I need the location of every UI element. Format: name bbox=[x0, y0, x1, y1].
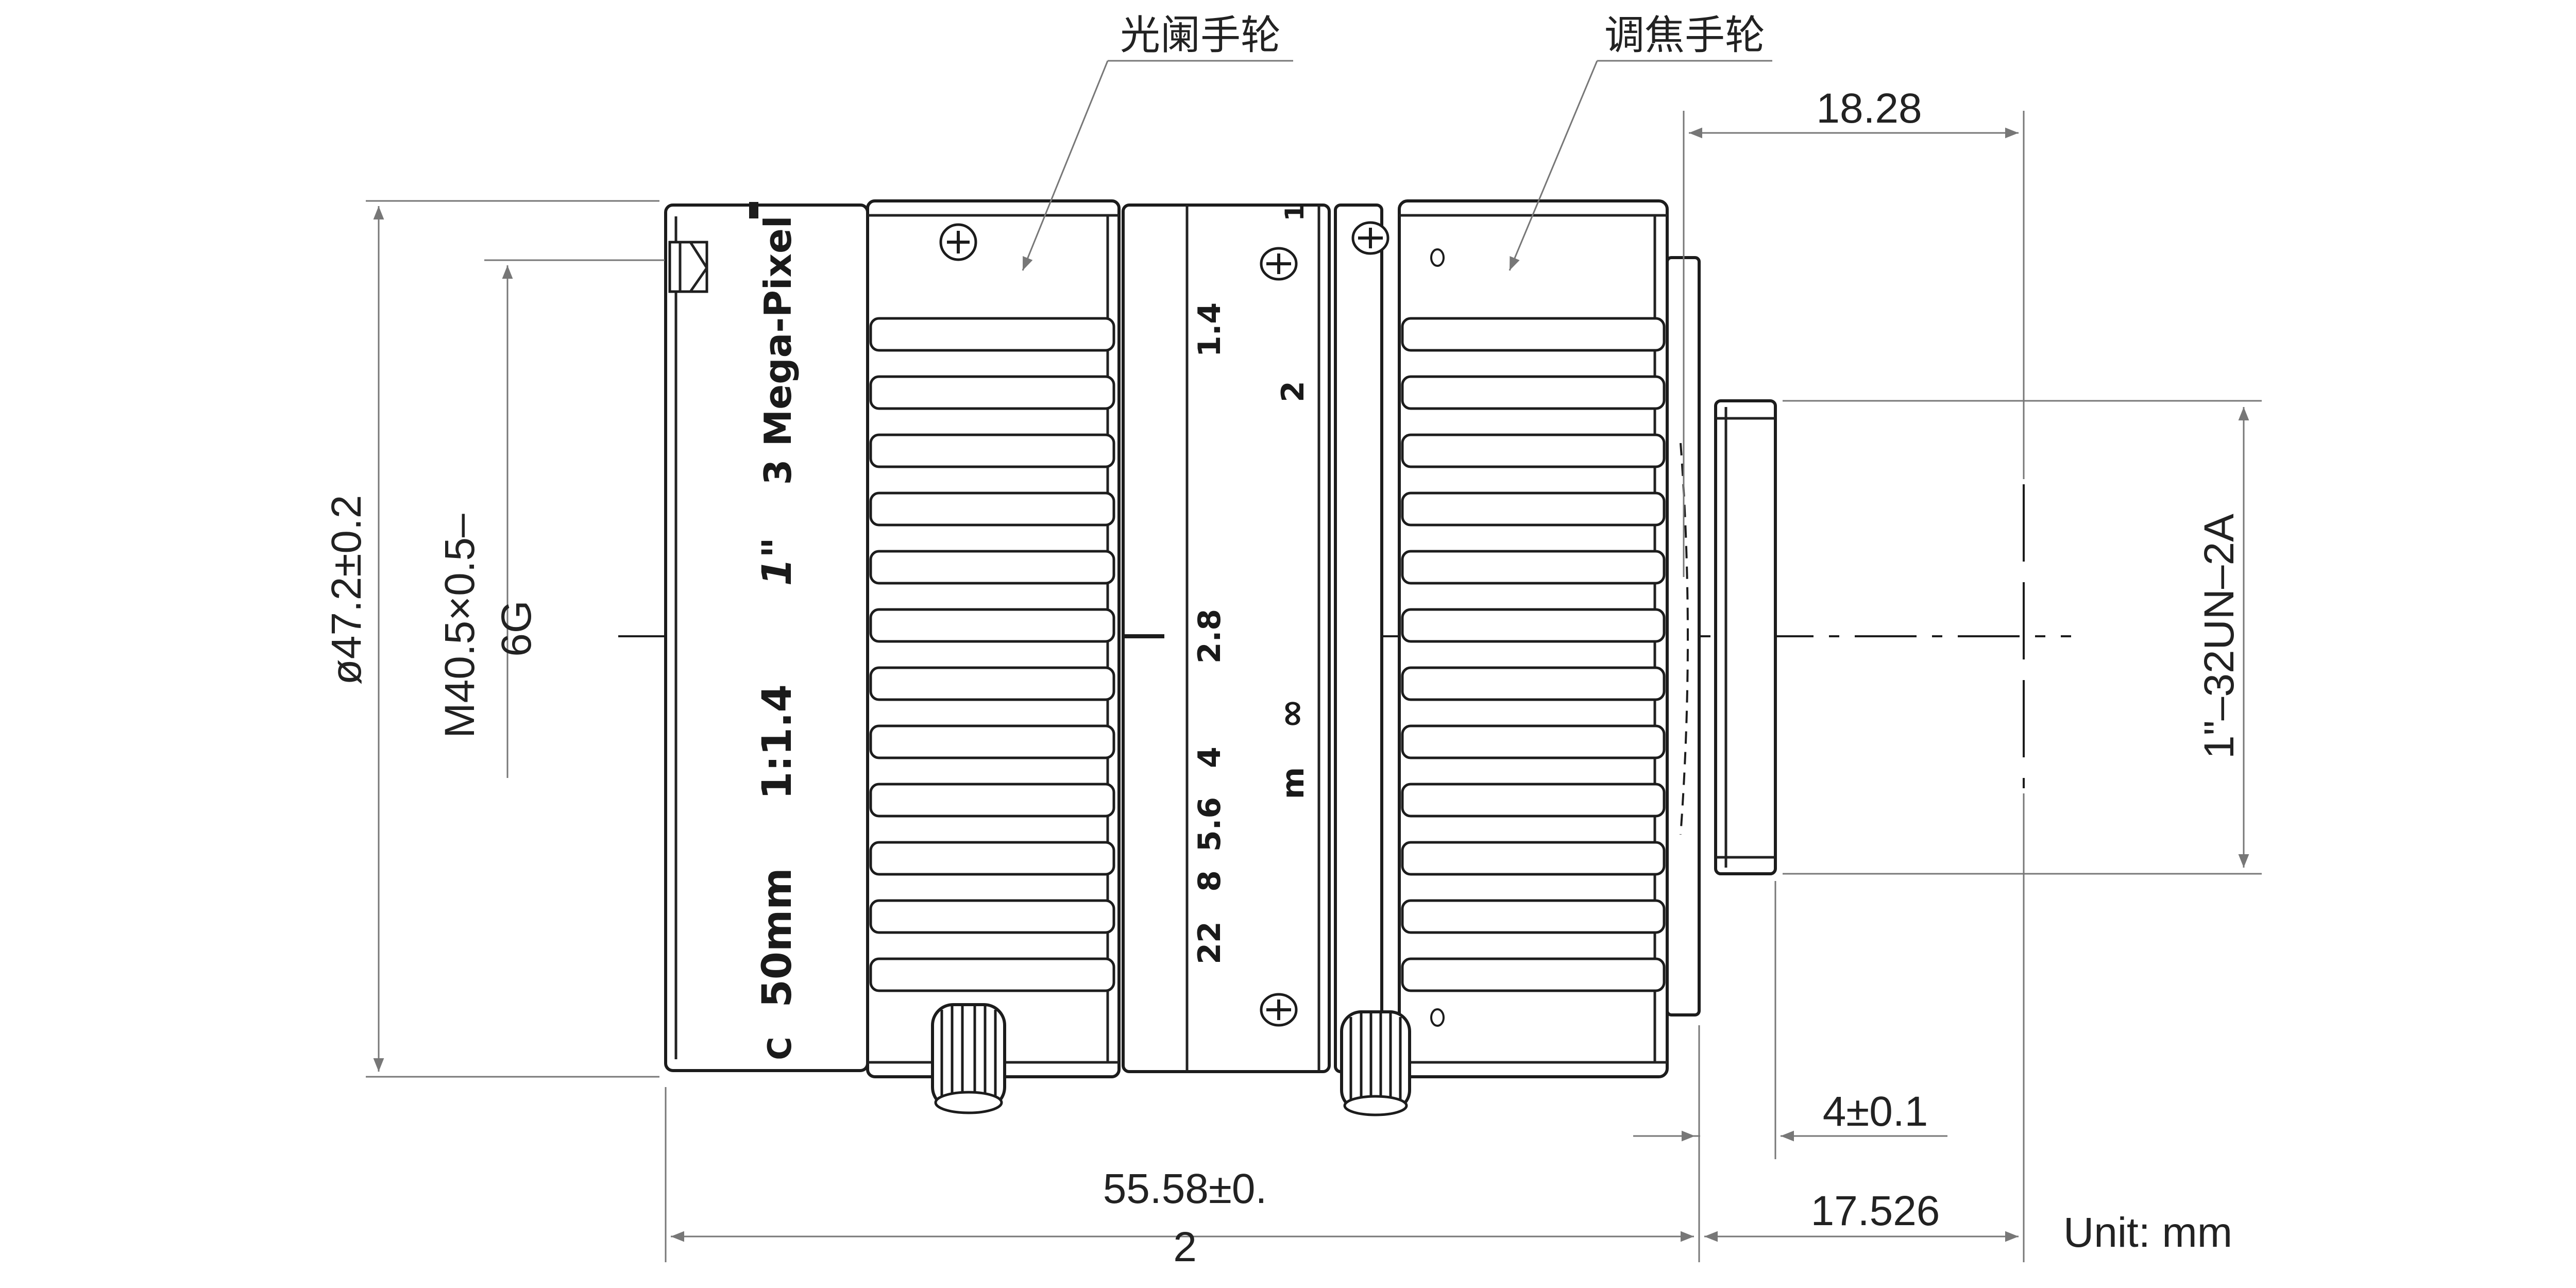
aperture-grip-rib bbox=[869, 550, 1115, 585]
mount-thread-value: 1"–32UN–2A bbox=[2196, 514, 2243, 759]
f-stop-22: 22 bbox=[1192, 921, 1228, 964]
aperture-grip-rib bbox=[869, 375, 1115, 410]
unit-label: Unit: mm bbox=[2063, 1209, 2232, 1256]
total-length-value-line1: 55.58±0. bbox=[1103, 1165, 1267, 1212]
filter-thread-value-line2: 6G bbox=[493, 600, 540, 656]
focus-distance-2: 2 bbox=[1275, 381, 1311, 402]
focus-ring-screw-icon bbox=[1351, 221, 1389, 255]
aperture-ring-callout: 光阑手轮 bbox=[1022, 12, 1293, 271]
focus-grip-rib bbox=[1401, 899, 1666, 934]
f-stop-5-6: 5.6 bbox=[1192, 797, 1228, 852]
aperture-grip-rib bbox=[869, 492, 1115, 527]
mount-thread-dimension: 1"–32UN–2A bbox=[1783, 400, 2262, 875]
rear-mount bbox=[1666, 256, 1777, 1016]
focus-grip-rib bbox=[1401, 666, 1666, 701]
focus-grip-rib bbox=[1401, 492, 1666, 527]
focus-ring-callout: 调焦手轮 bbox=[1509, 12, 1772, 271]
aperture-ring-label: 光阑手轮 bbox=[1120, 12, 1281, 59]
focus-ring-label: 调焦手轮 bbox=[1604, 12, 1765, 59]
front-clip bbox=[668, 241, 708, 293]
aperture-ring[interactable] bbox=[866, 199, 1121, 1114]
sensor-format-mark: 1" bbox=[754, 537, 801, 586]
scale-ring-screw-icon-bottom bbox=[1260, 993, 1298, 1027]
aperture-grip-rib bbox=[869, 666, 1115, 701]
flange-back-dimension: 18.28 bbox=[1683, 85, 2025, 577]
mount-type-mark: C bbox=[761, 1037, 799, 1060]
focus-grip-rib bbox=[1401, 724, 1666, 759]
index-mark bbox=[749, 202, 758, 218]
outer-diameter-value: ø47.2±0.2 bbox=[323, 495, 370, 685]
scale-ring-screw-icon-top bbox=[1260, 247, 1298, 281]
focus-distance-infinity: ∞ bbox=[1270, 699, 1312, 728]
focus-grip-rib bbox=[1401, 841, 1666, 876]
focal-length-mark: 50mm bbox=[754, 868, 801, 1007]
focus-lock-knob[interactable] bbox=[1340, 1010, 1411, 1116]
f-stop-2-8: 2.8 bbox=[1192, 609, 1228, 664]
focus-grip-rib bbox=[1401, 608, 1666, 643]
f-stop-8: 8 bbox=[1192, 870, 1228, 892]
outer-diameter-dimension: ø47.2±0.2 bbox=[323, 200, 659, 1078]
aperture-grip-rib bbox=[869, 724, 1115, 759]
mount-depth-dimension: 4±0.1 bbox=[1633, 881, 1947, 1159]
max-aperture-mark: 1:1.4 bbox=[754, 684, 801, 800]
back-focus-value: 17.526 bbox=[1811, 1188, 1940, 1234]
focus-grip-rib bbox=[1401, 433, 1666, 468]
back-focus-dimension: 17.526 bbox=[1704, 793, 2025, 1262]
aperture-grip-rib bbox=[869, 841, 1115, 876]
aperture-ring-screw-icon bbox=[939, 223, 977, 261]
total-length-value-line2: 2 bbox=[1173, 1224, 1197, 1270]
scale-ring: 22 8 5.6 4 2.8 1.4 1 2 ∞ m bbox=[1122, 204, 1381, 1073]
focus-ring-mark-top bbox=[1430, 248, 1445, 267]
focus-distance-unit: m bbox=[1275, 767, 1311, 800]
aperture-grip-rib bbox=[869, 608, 1115, 643]
flange-back-value: 18.28 bbox=[1816, 85, 1922, 132]
f-stop-4: 4 bbox=[1192, 747, 1228, 768]
aperture-grip-rib bbox=[869, 957, 1115, 992]
aperture-grip-rib bbox=[869, 899, 1115, 934]
filter-thread-dimension: M40.5×0.5– 6G bbox=[436, 259, 665, 778]
aperture-ring-grip-ribs bbox=[869, 317, 1115, 992]
filter-thread-value-line1: M40.5×0.5– bbox=[436, 514, 483, 738]
resolution-mark: 3 Mega-Pixel bbox=[756, 215, 800, 485]
focus-ring-mark-bottom bbox=[1430, 1008, 1445, 1027]
total-length-dimension: 55.58±0. 2 bbox=[665, 1025, 1700, 1270]
f-stop-1-4: 1.4 bbox=[1192, 302, 1228, 357]
aperture-lock-knob[interactable] bbox=[931, 1003, 1006, 1114]
aperture-grip-rib bbox=[869, 783, 1115, 818]
focus-distance-1: 1 bbox=[1280, 204, 1310, 222]
focus-grip-rib bbox=[1401, 550, 1666, 585]
mount-depth-value: 4±0.1 bbox=[1823, 1088, 1928, 1135]
focus-grip-rib bbox=[1401, 783, 1666, 818]
barrel-markings: C 50mm 1:1.4 1" 3 Mega-Pixel bbox=[754, 215, 801, 1060]
aperture-grip-rib bbox=[869, 433, 1115, 468]
focus-ring[interactable] bbox=[1334, 199, 1669, 1116]
focus-ring-grip-ribs bbox=[1401, 317, 1666, 992]
focus-grip-rib bbox=[1401, 375, 1666, 410]
focus-grip-rib bbox=[1401, 957, 1666, 992]
focus-grip-rib bbox=[1401, 317, 1666, 352]
aperture-grip-rib bbox=[869, 317, 1115, 352]
